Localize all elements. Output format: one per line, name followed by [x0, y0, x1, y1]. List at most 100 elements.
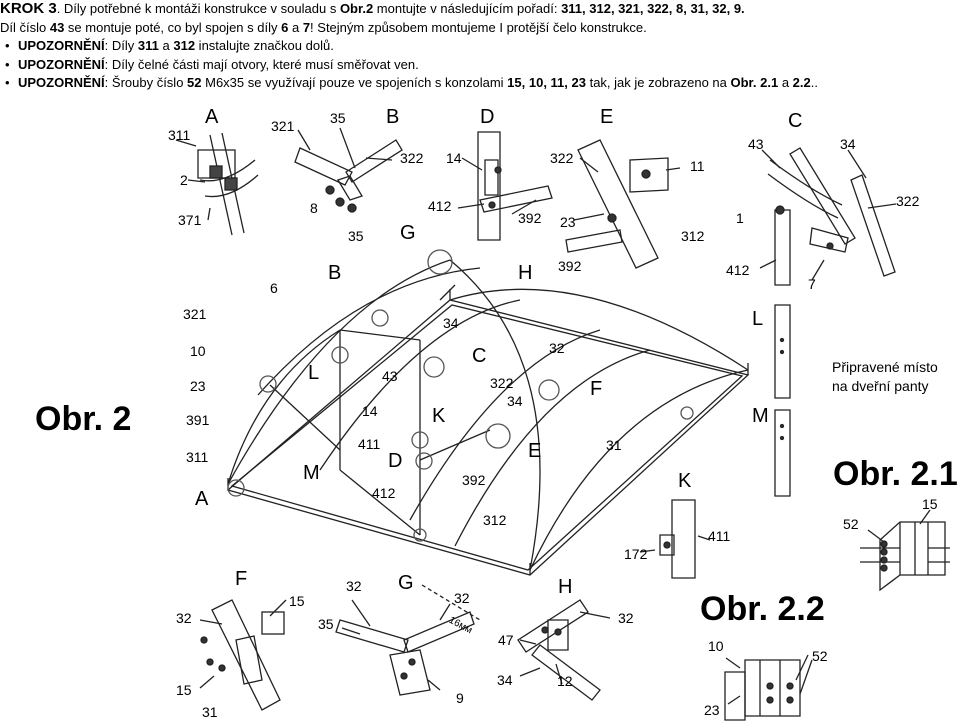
detail-letter: C	[788, 110, 803, 132]
detail-g-bottom-drawing	[335, 584, 481, 696]
instructions: KROK 3. Díly potřebné k montáži konstruk…	[0, 0, 960, 93]
part-label: 34	[507, 393, 523, 409]
part-label: 312	[681, 228, 705, 244]
warning-list: UPOZORNĚNÍ: Díly 311 a 312 instalujte zn…	[0, 37, 960, 93]
part-label: 412	[428, 198, 452, 214]
part-label: 52	[843, 516, 859, 532]
part-label: 14	[446, 150, 462, 166]
part-label: 43	[382, 368, 398, 384]
instruction-line-2: Díl číslo 43 se montuje poté, co byl spo…	[0, 19, 647, 35]
detail-a-drawing	[175, 132, 259, 236]
figure-title-obr22: Obr. 2.2	[700, 590, 825, 628]
part-label: 12	[557, 673, 573, 689]
detail-b-drawing	[294, 127, 403, 213]
part-label: 322	[550, 150, 574, 166]
detail-letter: L	[752, 308, 764, 330]
part-label: 32	[454, 590, 470, 606]
detail-letter: G	[400, 222, 416, 244]
part-label: 392	[518, 210, 542, 226]
part-label: 47	[498, 632, 514, 648]
part-label: 6	[270, 280, 278, 296]
part-label: 34	[840, 136, 856, 152]
detail-letter: D	[480, 106, 495, 128]
warning-item: UPOZORNĚNÍ: Díly čelné části mají otvory…	[5, 56, 960, 75]
part-label: 8	[310, 200, 318, 216]
part-label: 35	[330, 110, 346, 126]
part-label: 2	[180, 172, 188, 188]
step-label: KROK 3	[0, 0, 57, 17]
part-label: 32	[176, 610, 192, 626]
figure-title-obr21: Obr. 2.1	[833, 455, 958, 493]
part-label: 15	[922, 496, 938, 512]
warning-item: UPOZORNĚNÍ: Díly 311 a 312 instalujte zn…	[5, 37, 960, 56]
part-label: 10	[708, 638, 724, 654]
detail-letter: F	[235, 568, 248, 590]
detail-letter: H	[518, 262, 533, 284]
part-label: 35	[348, 228, 364, 244]
detail-letter: L	[308, 362, 320, 384]
detail-d-drawing	[457, 131, 553, 241]
detail-letter: H	[558, 576, 573, 598]
part-label: 7	[808, 276, 816, 292]
detail-letter: A	[205, 106, 219, 128]
detail-letter: E	[528, 440, 542, 462]
part-label: 52	[812, 648, 828, 664]
part-label: 371	[178, 212, 202, 228]
detail-letter: G	[398, 572, 414, 594]
part-label: 43	[748, 136, 764, 152]
detail-letter: K	[432, 405, 446, 427]
part-label: 321	[183, 306, 207, 322]
detail-letter: F	[590, 378, 603, 400]
part-label: 392	[558, 258, 582, 274]
part-label: 23	[704, 702, 720, 718]
part-label: 14	[362, 403, 378, 419]
part-label: 311	[168, 127, 191, 143]
detail-e-drawing	[565, 139, 681, 269]
part-label: 411	[708, 528, 731, 544]
detail-letter: E	[600, 106, 614, 128]
part-label: 31	[606, 437, 622, 453]
part-label: 10	[190, 343, 206, 359]
obr21-drawing	[860, 509, 950, 592]
part-label: 34	[497, 672, 513, 688]
detail-letter: D	[388, 450, 403, 472]
detail-letter: K	[678, 470, 692, 492]
detail-letter: B	[386, 106, 400, 128]
part-label: 391	[186, 412, 210, 428]
greenhouse-frame	[226, 259, 750, 576]
part-label: 11	[690, 158, 705, 174]
part-label: 32	[618, 610, 634, 626]
detail-markers	[227, 249, 694, 542]
part-label: 34	[443, 315, 459, 331]
detail-letter: M	[752, 405, 769, 427]
instruction-line-1: KROK 3. Díly potřebné k montáži konstruk…	[0, 0, 745, 17]
warning-item: UPOZORNĚNÍ: Šrouby číslo 52 M6x35 se vyu…	[5, 74, 960, 93]
detail-h-bottom-drawing	[517, 599, 611, 701]
part-label: 412	[726, 262, 750, 278]
detail-letter: C	[472, 345, 487, 367]
detail-c-drawing	[759, 147, 897, 286]
part-label: 9	[456, 690, 464, 706]
detail-k-drawing	[639, 499, 711, 579]
figure-title-obr2: Obr. 2	[35, 400, 132, 438]
detail-letter: M	[303, 462, 320, 484]
part-label: 412	[372, 485, 396, 501]
part-label: 23	[560, 214, 576, 230]
part-label: 32	[549, 340, 565, 356]
part-label: 1	[736, 210, 744, 226]
obr22-drawing	[724, 654, 813, 721]
part-label: 392	[462, 472, 486, 488]
door-hinge-strips	[774, 304, 791, 497]
part-label: 23	[190, 378, 206, 394]
part-label: 31	[202, 704, 218, 720]
part-label: 312	[483, 512, 507, 528]
detail-letter: B	[328, 262, 342, 284]
detail-letter: A	[195, 488, 209, 510]
part-label: 322	[490, 375, 514, 391]
part-label: 311	[186, 449, 209, 465]
part-label: 322	[400, 150, 424, 166]
part-label: 15	[289, 593, 305, 609]
part-label: 321	[271, 118, 295, 134]
door-hinge-note: Připravené místo na dveřní panty	[832, 359, 938, 394]
